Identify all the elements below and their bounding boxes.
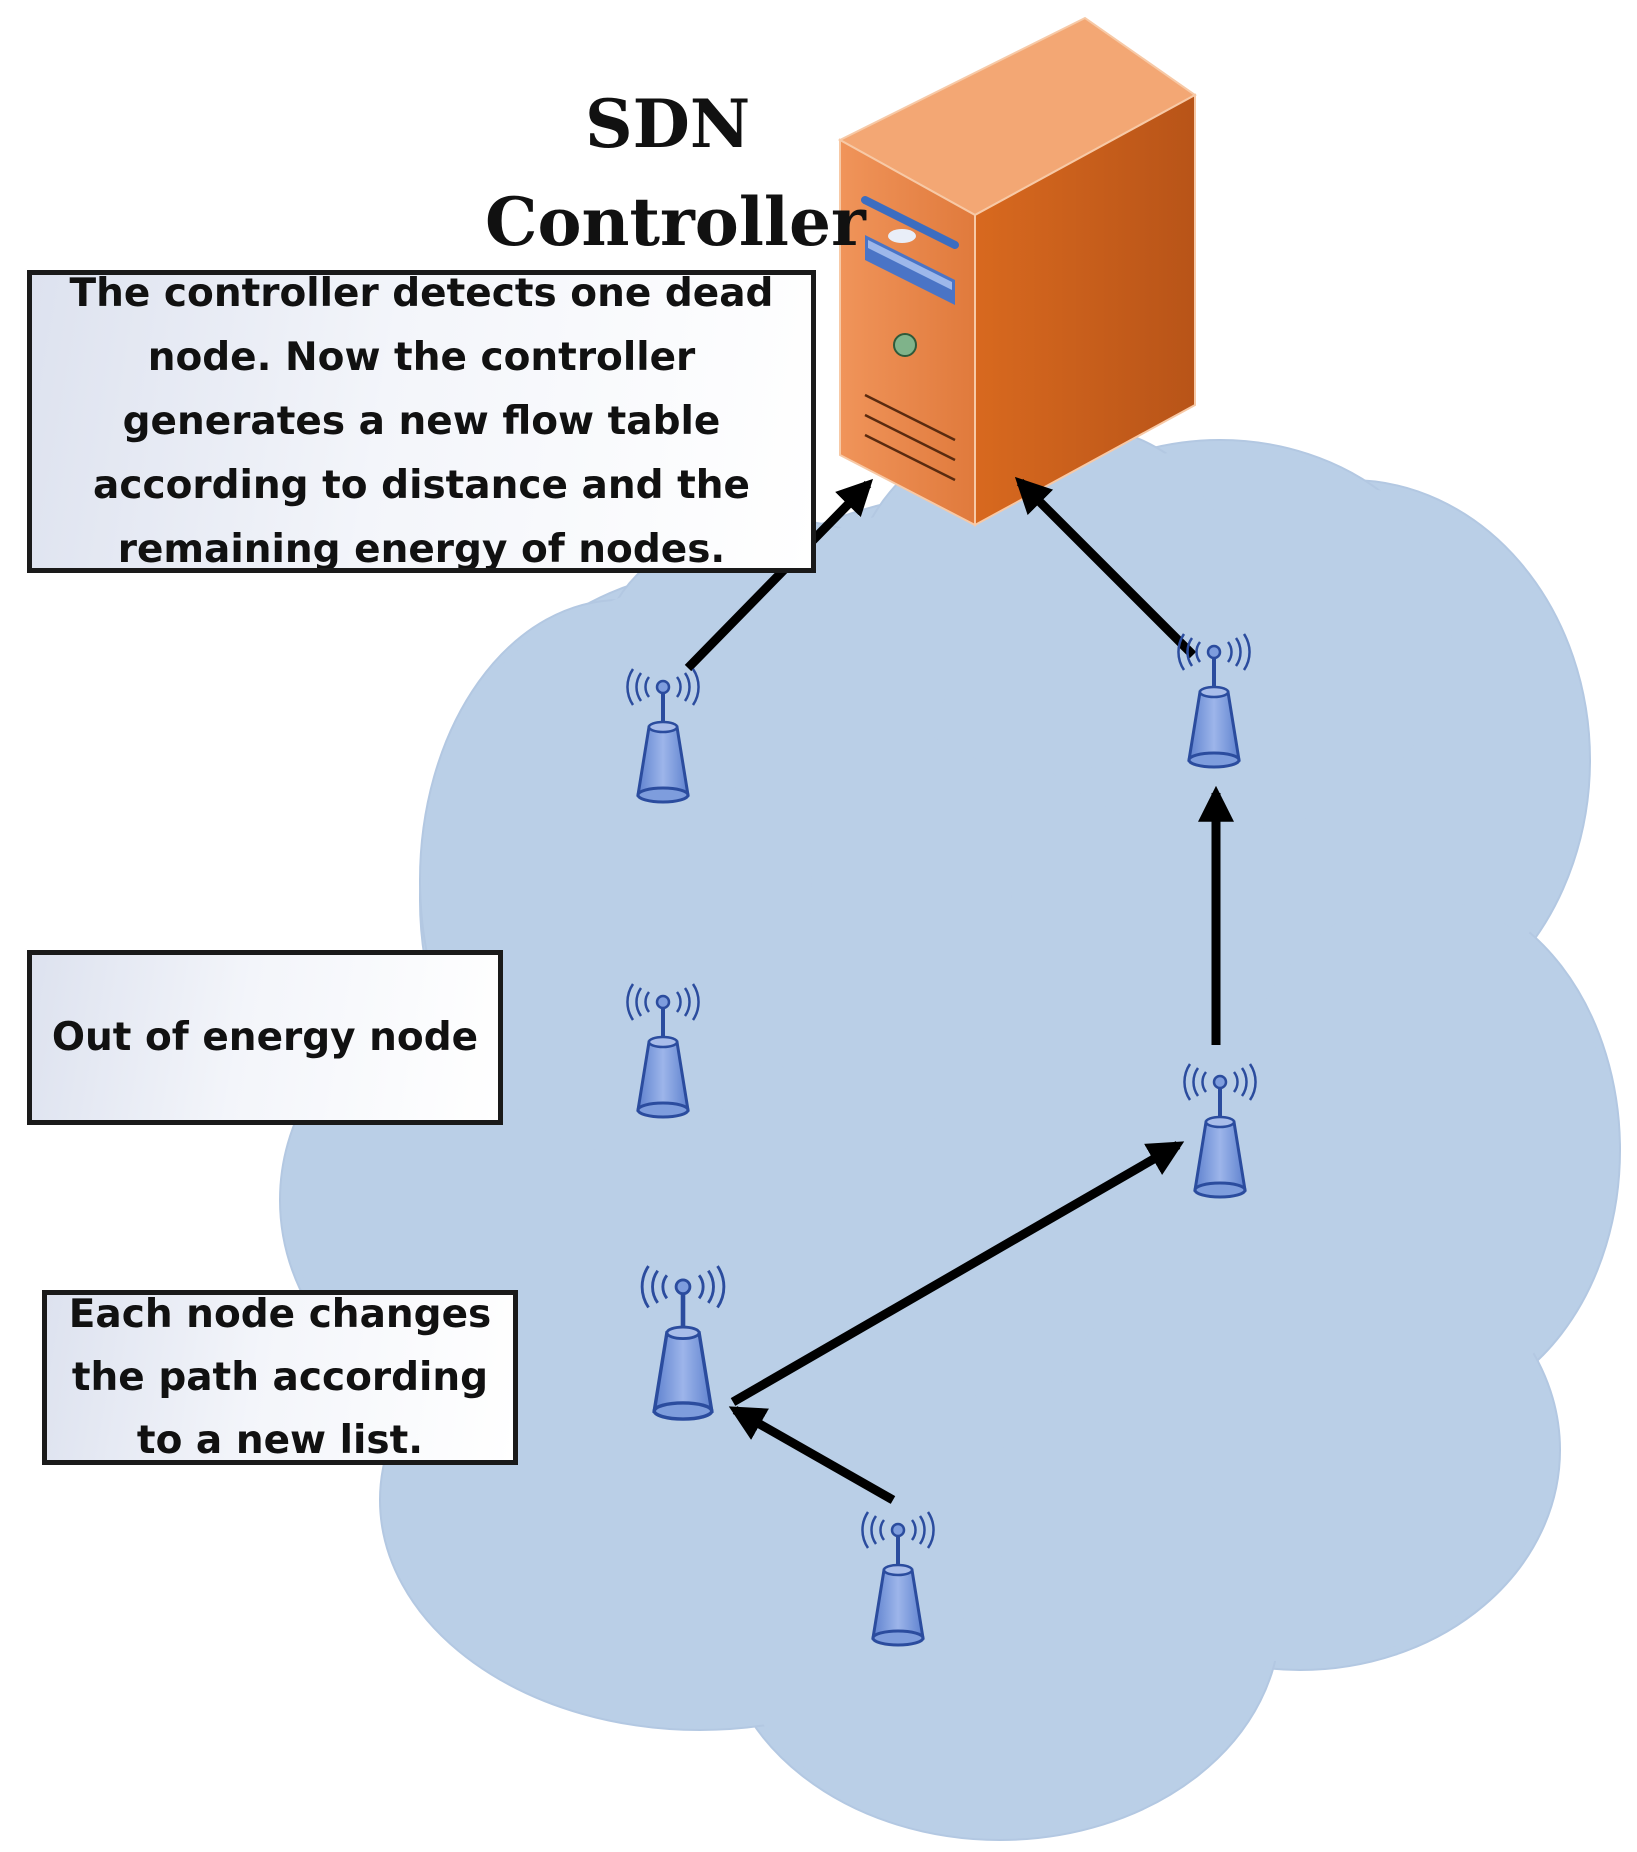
dead-node-callout-text: Out of energy node xyxy=(51,1014,479,1060)
server-tower-icon xyxy=(837,16,1197,527)
controller-callout: The controller detects one dead node. No… xyxy=(27,270,816,573)
network-cloud xyxy=(279,419,1621,1841)
controller-callout-text: The controller detects one dead node. No… xyxy=(69,270,774,572)
path-change-callout: Each node changes the path according to … xyxy=(42,1290,518,1465)
dead-node-callout: Out of energy node xyxy=(27,950,503,1125)
arrow-node5-to-node4 xyxy=(730,1141,1185,1406)
arrow-node6-to-node5 xyxy=(728,1406,896,1504)
controller-title-line2: Controller xyxy=(485,183,866,261)
path-arrows xyxy=(684,476,1234,1504)
controller-title-line1: SDN xyxy=(585,85,751,163)
arrow-node2-to-controller xyxy=(1014,476,1197,659)
path-change-callout-text: Each node changes the path according to … xyxy=(68,1292,492,1463)
arrow-node1-to-controller xyxy=(684,478,874,672)
